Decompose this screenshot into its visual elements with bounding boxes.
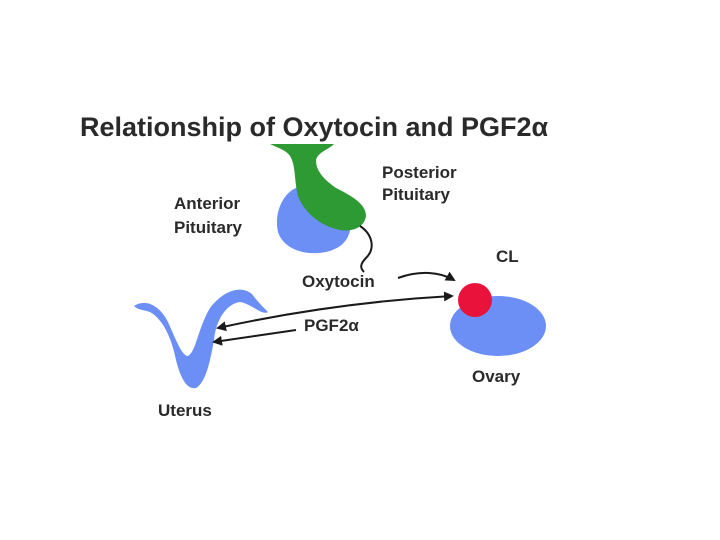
posterior-secretion-line bbox=[359, 225, 373, 273]
anterior-pituitary-shape bbox=[276, 187, 351, 254]
oxytocin-label: Oxytocin bbox=[302, 272, 375, 291]
diagram-title: Relationship of Oxytocin and PGF2α bbox=[80, 112, 549, 142]
ovary-label: Ovary bbox=[472, 367, 521, 386]
uterus-label: Uterus bbox=[158, 401, 212, 420]
posterior-label-line1: Posterior bbox=[382, 163, 457, 182]
anterior-label-line1: Anterior bbox=[174, 194, 241, 213]
posterior-pituitary-label: Posterior Pituitary bbox=[382, 163, 461, 204]
anterior-pituitary-label: Anterior Pituitary bbox=[174, 194, 245, 237]
pgf2a-label: PGF2α bbox=[304, 316, 359, 335]
uterus-to-cl-arrow bbox=[216, 291, 454, 332]
uterus-shape bbox=[134, 289, 268, 389]
anterior-label-line2: Pituitary bbox=[174, 218, 243, 237]
pgf2a-arrow bbox=[212, 329, 297, 346]
corpus-luteum-shape bbox=[458, 283, 492, 317]
oxytocin-to-cl-arrow bbox=[397, 271, 456, 281]
posterior-pituitary-shape bbox=[270, 144, 366, 231]
cl-label: CL bbox=[496, 247, 519, 266]
posterior-label-line2: Pituitary bbox=[382, 185, 451, 204]
